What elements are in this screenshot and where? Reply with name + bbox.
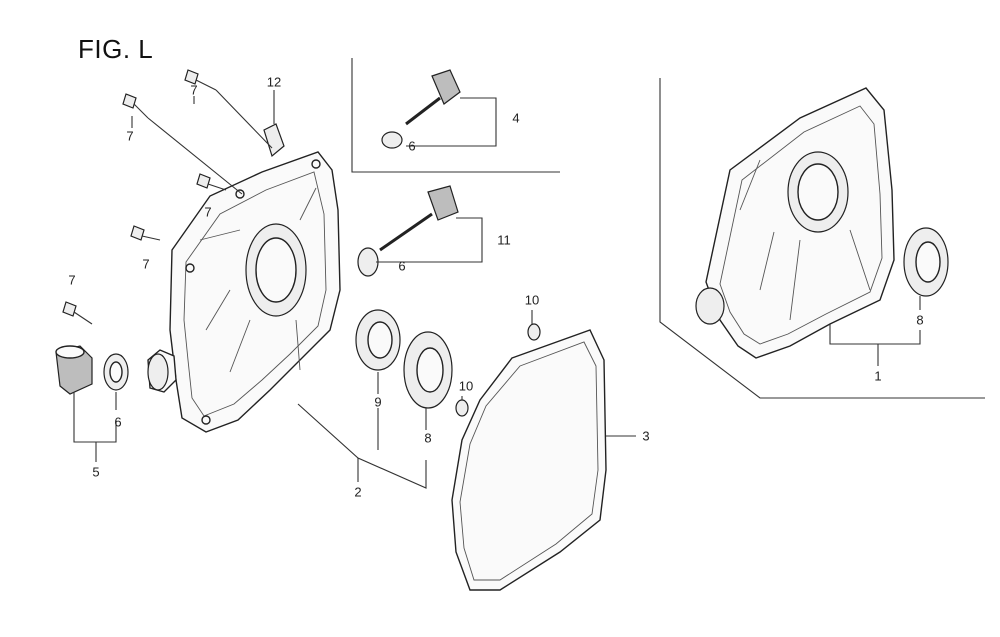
callout-7: 7 (126, 128, 134, 144)
callout-11: 11 (497, 232, 511, 248)
flange-bolt (196, 173, 227, 191)
dowel-pin (455, 399, 469, 417)
callout-7: 7 (190, 82, 198, 98)
leader-lines (73, 89, 921, 489)
callout-6: 6 (398, 258, 406, 274)
ball-bearing (403, 331, 453, 409)
callout-6: 6 (114, 414, 122, 430)
oil-seal (355, 309, 401, 371)
filler-cap (55, 345, 93, 395)
callout-1: 1 (874, 368, 882, 384)
oil-level-gauge (381, 69, 461, 149)
flange-bolt (62, 301, 93, 325)
flange-bolt (184, 69, 217, 91)
callout-12: 12 (266, 74, 282, 90)
seal-ring-left (103, 353, 129, 391)
callout-7: 7 (142, 256, 150, 272)
dipstick-inset-frame (351, 58, 560, 173)
callout-7: 7 (68, 272, 76, 288)
callout-3: 3 (642, 428, 650, 444)
callout-8: 8 (424, 430, 432, 446)
oil-filler-sleeve (147, 349, 177, 393)
callout-10: 10 (524, 292, 540, 308)
dowel-pin (527, 323, 541, 341)
callout-6: 6 (408, 138, 416, 154)
callout-8: 8 (916, 312, 924, 328)
flange-bolt (122, 93, 149, 119)
callout-9: 9 (374, 394, 382, 410)
crankcase-cover (169, 151, 341, 433)
callout-2: 2 (354, 484, 362, 500)
callout-7: 7 (204, 204, 212, 220)
figure-title: FIG. L (78, 34, 154, 64)
wire-bracket (263, 123, 285, 158)
callout-4: 4 (512, 110, 520, 126)
callout-10: 10 (458, 378, 474, 394)
crankcase-cover-gasket (451, 329, 607, 591)
oil-filler-cap-gauge (357, 185, 459, 277)
flange-bolt (130, 225, 161, 241)
assembly-inset-frame (659, 78, 985, 399)
crankcase-assembly (695, 87, 949, 359)
callout-5: 5 (92, 464, 100, 480)
